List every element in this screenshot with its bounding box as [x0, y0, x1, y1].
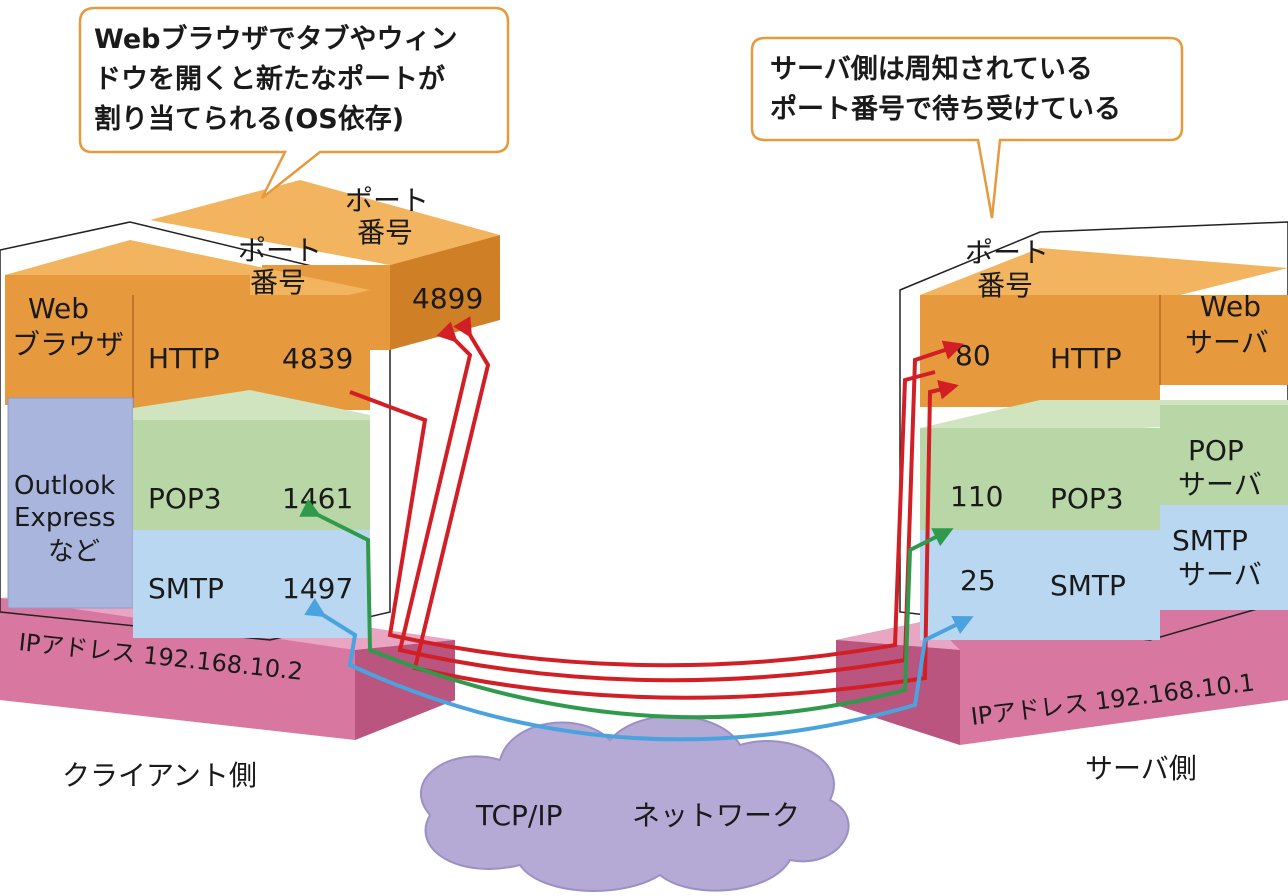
client-caption: クライアント側 — [62, 759, 257, 792]
pop3-connection-arrow — [299, 498, 954, 720]
client-mail-app-block — [7, 397, 134, 609]
server-web-app-line1: Web — [1200, 290, 1261, 323]
server-pop3-block — [920, 400, 1288, 546]
server-port-http: 80 — [955, 339, 991, 372]
server-protocol-http: HTTP — [1050, 342, 1122, 375]
server-callout: サーバ側は周知されている ポート番号で待ち受けている — [750, 36, 1184, 219]
client-port-label2-line2: 番号 — [357, 216, 413, 249]
client-callout: Webブラウザでタブやウィン ドウを開くと新たなポートが 割り当てられる(OS依… — [78, 6, 510, 199]
http-connection-4899 — [412, 316, 959, 700]
server-pop-app-line2: サーバ — [1178, 468, 1262, 501]
client-port-label-line1: ポート — [238, 234, 322, 267]
client-mail-app-line2: Express — [14, 503, 116, 533]
server-protocol-smtp: SMTP — [1050, 569, 1126, 602]
client-protocol-http: HTTP — [148, 342, 220, 375]
client-mail-app-line3: など — [48, 537, 100, 567]
network-label-tcpip: TCP/IP — [475, 799, 562, 832]
network-label-network: ネットワーク — [632, 799, 800, 832]
client-mail-app-line1: Outlook — [14, 471, 115, 501]
smtp-connection-arrow — [304, 598, 974, 742]
client-port-smtp: 1497 — [282, 572, 353, 605]
client-web-app-line1: Web — [28, 292, 89, 325]
client-port-label2-line1: ポート — [345, 184, 429, 217]
server-pop-app-line1: POP — [1188, 434, 1244, 467]
client-callout-line3: 割り当てられる(OS依存) — [94, 103, 404, 135]
server-caption: サーバ側 — [1085, 752, 1197, 785]
client-port-http2: 4899 — [412, 282, 483, 315]
client-port-label-line2: 番号 — [250, 266, 306, 299]
pop3-connection — [299, 498, 954, 720]
http-connection-4839 — [397, 321, 964, 683]
client-callout-line2: ドウを開くと新たなポートが — [94, 63, 445, 95]
http-connection-4839-return — [349, 370, 936, 668]
smtp-connection — [304, 598, 974, 742]
http-connection-arrows — [349, 316, 964, 700]
client-protocol-smtp: SMTP — [148, 572, 224, 605]
server-protocol-pop3: POP3 — [1050, 482, 1124, 515]
network-cloud: TCP/IP ネットワーク — [420, 715, 850, 892]
server-port-smtp: 25 — [960, 564, 996, 597]
client-web-app-line2: ブラウザ — [12, 328, 124, 361]
server-port-label-line1: ポート — [965, 236, 1049, 269]
server-callout-line2: ポート番号で待ち受けている — [770, 93, 1121, 125]
server-port-label-line2: 番号 — [977, 269, 1033, 302]
client-port-pop3: 1461 — [282, 482, 353, 515]
client-callout-line1: Webブラウザでタブやウィン — [94, 23, 457, 55]
client-protocol-pop3: POP3 — [148, 482, 222, 515]
server-smtp-app-line1: SMTP — [1172, 524, 1248, 557]
client-port-http: 4839 — [282, 342, 353, 375]
server-callout-line1: サーバ側は周知されている — [770, 54, 1093, 85]
server-web-app-line2: サーバ — [1185, 326, 1269, 359]
client-http-block — [5, 240, 370, 410]
server-smtp-app-line2: サーバ — [1178, 558, 1262, 591]
server-port-pop3: 110 — [950, 480, 1003, 513]
